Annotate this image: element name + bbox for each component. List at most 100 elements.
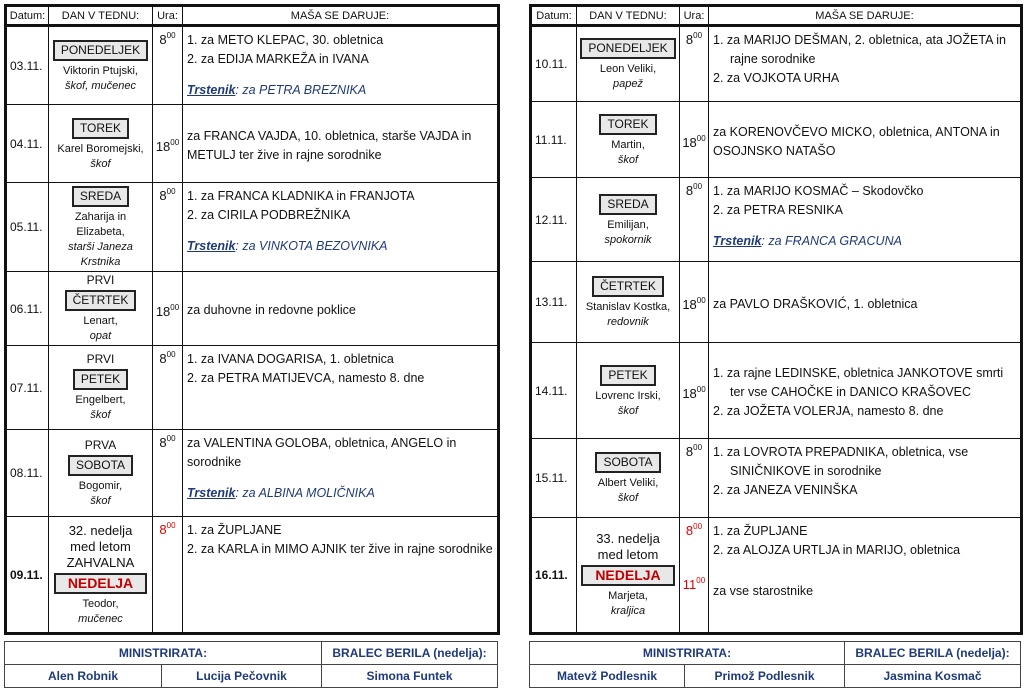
- saint-text: starši Janeza Krstnika: [68, 241, 133, 268]
- time-hour: 8: [159, 32, 167, 47]
- day-name-badge: TOREK: [599, 113, 657, 135]
- date-cell: 13.11.: [530, 261, 577, 343]
- trstenik-note: Trstenik: za FRANCA GRACUNA: [713, 232, 1016, 251]
- saint-text: mučenec: [78, 612, 123, 625]
- saint-text: Albert Veliki,: [597, 477, 659, 489]
- saint-text: redovnik: [607, 316, 649, 328]
- trstenik-note: Trstenik: za VINKOTA BEZOVNIKA: [187, 237, 493, 256]
- date-cell: 04.11.: [5, 104, 49, 183]
- mass-time: 1800: [680, 385, 708, 401]
- time-hour: 11: [682, 577, 697, 592]
- trstenik-label: Trstenik: [713, 234, 762, 248]
- footer-header-row: MINISTRIRATA:BRALEC BERILA (nedelja):: [529, 641, 1021, 665]
- date-cell: 09.11.: [5, 516, 49, 634]
- saint-text: kraljica: [610, 605, 646, 617]
- day-name-badge: SREDA: [599, 193, 657, 215]
- mass-time: 1100: [680, 576, 708, 592]
- header-mass: MAŠA SE DARUJE:: [708, 5, 1022, 27]
- time-minutes: 00: [166, 434, 176, 443]
- day-name-wrap: SOBOTA: [579, 450, 677, 476]
- date-cell: 05.11.: [5, 182, 49, 272]
- header-day: DAN V TEDNU:: [48, 5, 153, 27]
- servers-table: MINISTRIRATA:BRALEC BERILA (nedelja):Mat…: [529, 641, 1021, 688]
- date-cell: 16.11.: [530, 517, 577, 634]
- time-hour: 8: [685, 183, 694, 198]
- time-cell: 800: [679, 177, 709, 262]
- saint-text: spokornik: [604, 233, 652, 246]
- date-cell: 14.11.: [530, 342, 577, 439]
- day-prefix: PRVA: [84, 437, 117, 452]
- day-name-badge: PONEDELJEK: [580, 38, 676, 59]
- time-hour: 18: [682, 385, 697, 401]
- mass-intentions: 1. za ŽUPLJANE 2. za KARLA in MIMO AJNIK …: [187, 521, 493, 559]
- saint-text: opat: [89, 330, 112, 342]
- altar-server-2: Lucija Pečovnik: [161, 664, 322, 688]
- mass-intentions: za vse starostnike: [713, 582, 1016, 601]
- time-minutes: 00: [166, 521, 176, 530]
- mass-cell: 1. za rajne LEDINSKE, obletnica JANKOTOV…: [708, 342, 1022, 439]
- time-minutes: 00: [696, 133, 706, 143]
- time-cell: 800: [679, 25, 709, 102]
- header-datum: Datum:: [5, 5, 49, 27]
- header-row: Datum:DAN V TEDNU:Ura:MAŠA SE DARUJE:: [530, 5, 1022, 27]
- intention-item: 1. za ŽUPLJANE: [713, 524, 808, 538]
- day-name-wrap: SREDA: [579, 192, 677, 218]
- saint-text: Stanislav Kostka,: [585, 301, 671, 313]
- header-datum: Datum:: [530, 5, 577, 27]
- header-time: Ura:: [152, 5, 183, 27]
- day-prefix: PRVI: [86, 352, 115, 366]
- date-cell: 06.11.: [5, 271, 49, 346]
- time-hour: 18: [155, 138, 171, 154]
- schedule-table-week-1: Datum:DAN V TEDNU:Ura:MAŠA SE DARUJE:03.…: [4, 4, 500, 635]
- header-row: Datum:DAN V TEDNU:Ura:MAŠA SE DARUJE:: [5, 5, 499, 27]
- trstenik-text: : za ALBINA MOLIČNIKA: [235, 486, 375, 500]
- intention-item: za vse starostnike: [713, 584, 814, 598]
- saint-text: papež: [613, 78, 643, 90]
- mass-time: 800: [153, 434, 182, 450]
- day-name-badge: SREDA: [71, 186, 130, 207]
- mass-time: 800: [680, 182, 708, 198]
- intention-item: 2. za KARLA in MIMO AJNIK ter žive in ra…: [187, 542, 493, 556]
- day-prefix: med letom: [597, 547, 659, 562]
- intention-item: 1. za IVANA DOGARISA, 1. obletnica: [187, 352, 394, 366]
- mass-cell: za FRANCA VAJDA, 10. obletnica, starše V…: [182, 104, 499, 183]
- saint-text: škof: [617, 404, 639, 417]
- intention-item: 2. za EDIJA MARKEŽA in IVANA: [187, 52, 369, 66]
- time-cell: 1800: [679, 261, 709, 343]
- saint-text: Marjeta,: [608, 590, 648, 602]
- date-cell: 08.11.: [5, 429, 49, 517]
- time-cell: 800 1100: [679, 517, 709, 634]
- saint-text: škof: [90, 409, 111, 421]
- time-minutes: 00: [166, 31, 176, 40]
- altar-server-1: Matevž Podlesnik: [529, 664, 685, 688]
- intention-item: 1. za MARIJO KOSMAČ – Skodovčko: [713, 184, 924, 198]
- mass-intentions: 1. za MARIJO DEŠMAN, 2. obletnica, ata J…: [713, 31, 1016, 88]
- header-day: DAN V TEDNU:: [576, 5, 680, 27]
- mass-time: 1800: [153, 138, 182, 154]
- intention-item: 1. za MARIJO DEŠMAN, 2. obletnica, ata J…: [713, 33, 1006, 66]
- reader-name: Simona Funtek: [321, 664, 498, 688]
- time-minutes: 00: [696, 576, 706, 585]
- time-hour: 8: [159, 435, 167, 450]
- saint-text: škof: [90, 157, 111, 170]
- schedule-table-week-2: Datum:DAN V TEDNU:Ura:MAŠA SE DARUJE:10.…: [529, 4, 1023, 635]
- mass-time: 800: [153, 350, 182, 366]
- intention-item: 1. za ŽUPLJANE: [187, 523, 282, 537]
- time-hour: 18: [682, 297, 697, 312]
- mass-time: 800: [680, 522, 708, 538]
- day-name-badge: NEDELJA: [581, 565, 675, 586]
- mass-cell: za PAVLO DRAŠKOVIĆ, 1. obletnica: [708, 261, 1022, 343]
- time-minutes: 00: [693, 182, 703, 191]
